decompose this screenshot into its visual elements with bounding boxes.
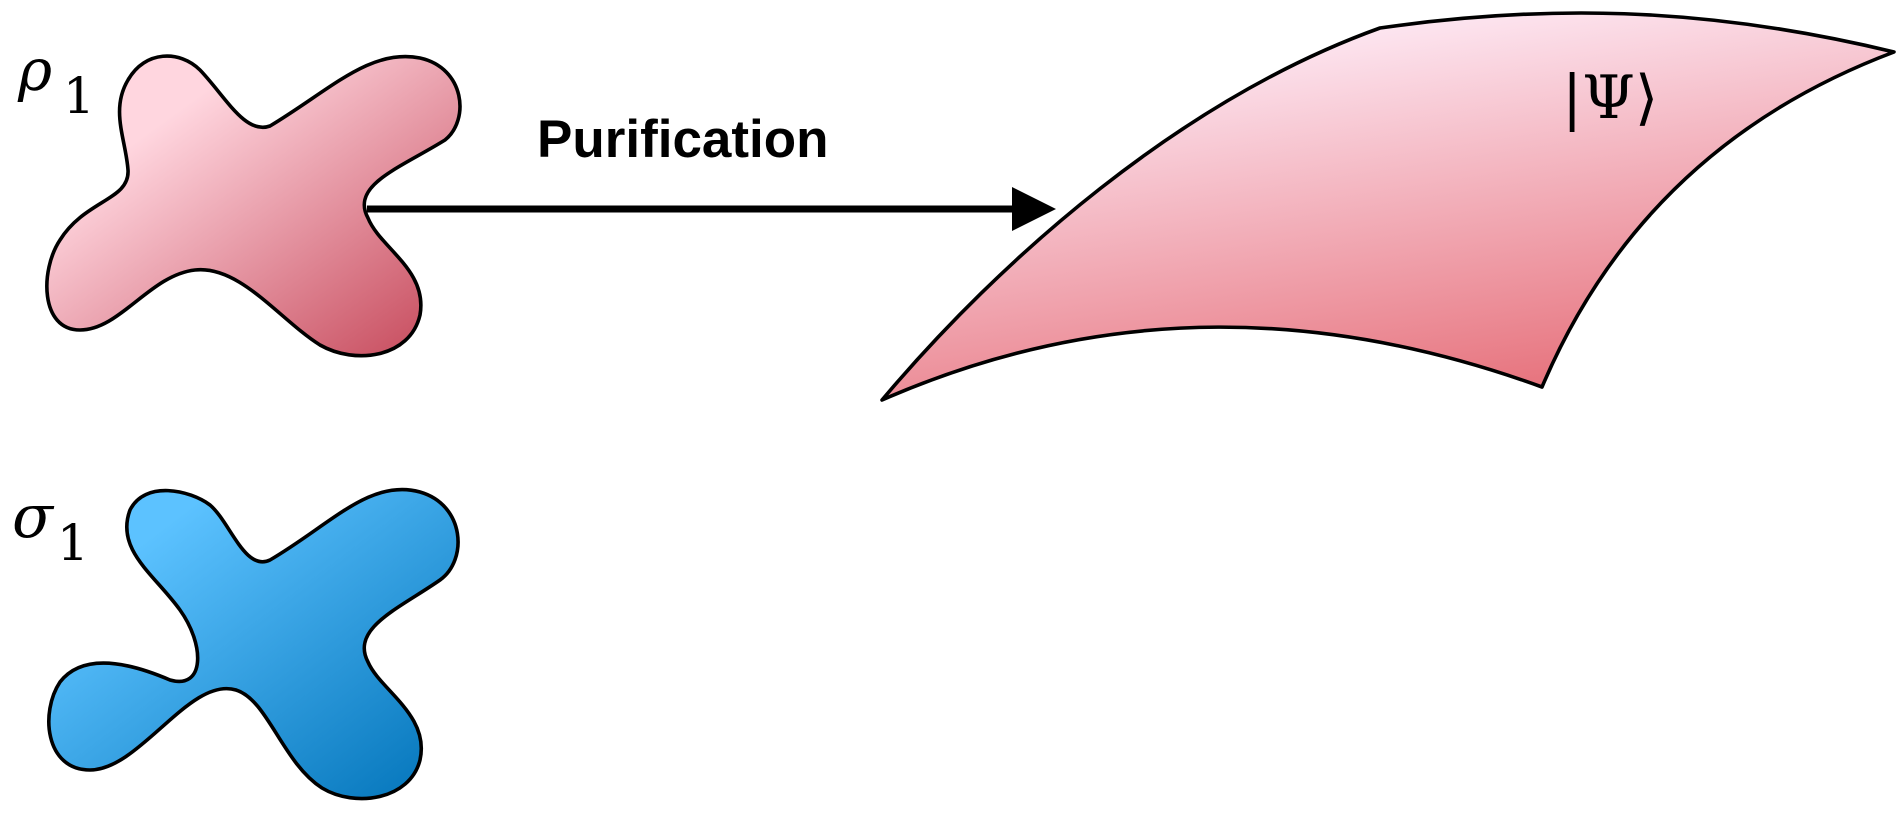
arrow-label: Purification — [537, 110, 829, 169]
rho-symbol: ρ — [17, 36, 52, 104]
ket-psi-label: |Ψ⟩ — [1562, 63, 1658, 133]
arrow-head — [1012, 187, 1056, 231]
rho-subscript: 1 — [63, 67, 95, 125]
purification-arrow — [367, 187, 1056, 231]
sigma-symbol: σ — [12, 482, 55, 552]
sigma-subscript: 1 — [57, 514, 89, 572]
sigma-blob — [49, 489, 458, 798]
